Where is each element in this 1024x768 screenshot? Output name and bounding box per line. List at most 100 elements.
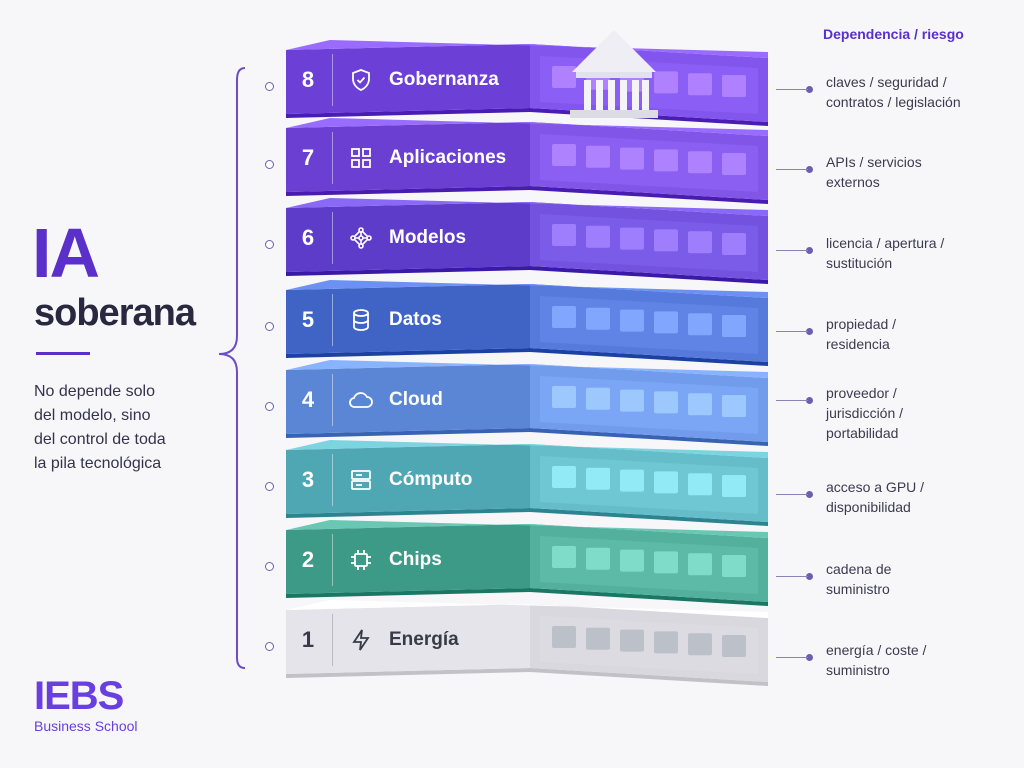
risk-dot bbox=[806, 397, 813, 404]
scene-element bbox=[654, 631, 678, 654]
risk-line: acceso a GPU / bbox=[826, 479, 925, 495]
connector-dot bbox=[265, 642, 274, 651]
risk-line: externos bbox=[826, 174, 880, 190]
scene-element bbox=[620, 227, 644, 250]
risk-line: contratos / legislación bbox=[826, 94, 961, 110]
description-line: No depende solo bbox=[34, 383, 155, 400]
scene-element bbox=[722, 635, 746, 657]
scene-element bbox=[552, 224, 576, 246]
risk-line: disponibilidad bbox=[826, 499, 911, 515]
scene-element bbox=[722, 315, 746, 337]
scene-element bbox=[688, 313, 712, 336]
title-divider bbox=[36, 352, 90, 355]
risk-dot bbox=[806, 166, 813, 173]
scene-element bbox=[654, 311, 678, 334]
risk-text: claves / seguridad / contratos / legislac… bbox=[826, 72, 961, 112]
risk-line: sustitución bbox=[826, 255, 893, 271]
risk-header: Dependencia / riesgo bbox=[823, 26, 964, 42]
scene-element bbox=[654, 551, 678, 574]
brand-wordmark: IEBS bbox=[34, 674, 124, 718]
scene-element bbox=[586, 627, 610, 650]
bracket bbox=[218, 67, 246, 669]
risk-dot bbox=[806, 86, 813, 93]
sub-title: soberana bbox=[34, 292, 196, 334]
risk-dot bbox=[806, 654, 813, 661]
risk-connector bbox=[776, 400, 808, 401]
scene-element bbox=[586, 225, 610, 248]
scene-element bbox=[586, 467, 610, 490]
layer-block-7 bbox=[286, 118, 768, 204]
risk-text: cadena de suministro bbox=[826, 559, 891, 599]
scene-element bbox=[722, 395, 746, 417]
connector-dot bbox=[265, 482, 274, 491]
risk-dot bbox=[806, 491, 813, 498]
scene-element bbox=[620, 549, 644, 572]
risk-line: jurisdicción / bbox=[826, 405, 904, 421]
layer-block-4 bbox=[286, 360, 768, 446]
risk-text: energía / coste / suministro bbox=[826, 640, 926, 680]
risk-connector bbox=[776, 89, 808, 90]
main-title: IA bbox=[32, 214, 100, 292]
scene-element bbox=[688, 553, 712, 576]
scene-element bbox=[552, 546, 576, 568]
risk-line: suministro bbox=[826, 581, 890, 597]
scene-element bbox=[688, 473, 712, 496]
description-line: la pila tecnológica bbox=[34, 455, 162, 472]
scene-element bbox=[654, 149, 678, 172]
scene-element bbox=[722, 75, 746, 97]
scene-element bbox=[586, 387, 610, 410]
risk-connector bbox=[776, 331, 808, 332]
scene-element bbox=[722, 153, 746, 175]
brand-logo: IEBS Business School bbox=[34, 676, 138, 734]
risk-text: licencia / apertura / sustitución bbox=[826, 233, 944, 273]
scene-element bbox=[722, 475, 746, 497]
scene-element bbox=[620, 147, 644, 170]
layer-block-1 bbox=[286, 600, 768, 686]
risk-dot bbox=[806, 328, 813, 335]
connector-dot bbox=[265, 82, 274, 91]
layer-block-2 bbox=[286, 520, 768, 606]
scene-element bbox=[552, 144, 576, 166]
scene-element bbox=[620, 469, 644, 492]
layer-block-6 bbox=[286, 198, 768, 284]
scene-element bbox=[620, 629, 644, 652]
risk-line: proveedor / bbox=[826, 385, 897, 401]
risk-connector bbox=[776, 576, 808, 577]
scene-element bbox=[586, 307, 610, 330]
scene-element bbox=[722, 555, 746, 577]
scene-element bbox=[654, 71, 678, 94]
scene-element bbox=[688, 73, 712, 96]
risk-dot bbox=[806, 247, 813, 254]
description: No depende solo del modelo, sino del con… bbox=[34, 380, 214, 476]
temple-icon bbox=[570, 30, 658, 118]
scene-element bbox=[688, 151, 712, 174]
risk-line: suministro bbox=[826, 662, 890, 678]
connector-dot bbox=[265, 402, 274, 411]
scene-element bbox=[688, 231, 712, 254]
risk-text: acceso a GPU / disponibilidad bbox=[826, 477, 924, 517]
scene-element bbox=[654, 471, 678, 494]
connector-dot bbox=[265, 322, 274, 331]
scene-element bbox=[586, 547, 610, 570]
risk-connector bbox=[776, 169, 808, 170]
risk-line: claves / seguridad / bbox=[826, 74, 947, 90]
scene-element bbox=[654, 229, 678, 252]
risk-line: cadena de bbox=[826, 561, 892, 577]
connector-dot bbox=[265, 160, 274, 169]
risk-line: energía / coste / bbox=[826, 642, 927, 658]
risk-text: propiedad /residencia bbox=[826, 314, 896, 354]
risk-line: licencia / apertura / bbox=[826, 235, 945, 251]
scene-element bbox=[688, 633, 712, 656]
scene-element bbox=[688, 393, 712, 416]
scene-element bbox=[722, 233, 746, 255]
risk-connector bbox=[776, 250, 808, 251]
risk-connector bbox=[776, 494, 808, 495]
connector-dot bbox=[265, 240, 274, 249]
brand-subtitle: Business School bbox=[34, 718, 138, 734]
scene-element bbox=[620, 389, 644, 412]
risk-line: propiedad / bbox=[826, 316, 897, 332]
description-line: del control de toda bbox=[34, 431, 166, 448]
scene-element bbox=[552, 626, 576, 648]
